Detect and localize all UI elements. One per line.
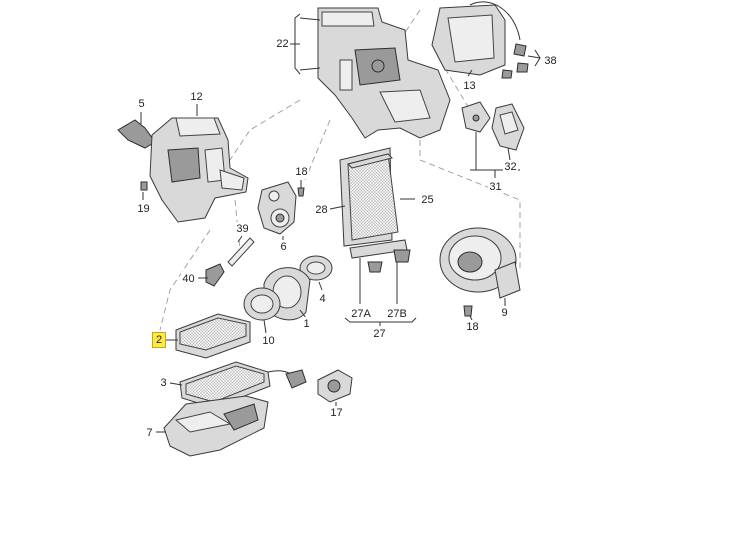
callout-22[interactable]: 22 xyxy=(275,37,290,51)
callout-27[interactable]: 27 xyxy=(372,327,387,341)
lower-housing-part-7[interactable] xyxy=(163,395,269,457)
callout-27B[interactable]: 27B xyxy=(385,307,409,321)
evaporator-part-2[interactable] xyxy=(175,313,251,359)
callout-39[interactable]: 39 xyxy=(235,222,250,236)
callout-6[interactable]: 6 xyxy=(279,240,288,254)
callout-13[interactable]: 13 xyxy=(462,79,477,93)
screw-part-18-bottom[interactable] xyxy=(463,305,473,317)
air-distribution-housing-part-22[interactable] xyxy=(317,7,451,139)
callout-40[interactable]: 40 xyxy=(181,272,196,286)
filter-clip-part-27A[interactable] xyxy=(367,261,383,273)
screw-part-18-top[interactable] xyxy=(297,180,305,197)
callout-18-bottom[interactable]: 18 xyxy=(465,320,480,334)
blower-motor-part-9[interactable] xyxy=(439,227,521,299)
bracket-part-32[interactable] xyxy=(491,103,525,151)
callout-2-highlighted[interactable]: 2 xyxy=(152,332,166,348)
callout-32[interactable]: 32 xyxy=(503,160,518,174)
callout-3[interactable]: 3 xyxy=(159,376,168,390)
callout-1[interactable]: 1 xyxy=(302,317,311,331)
heater-housing-part-12[interactable] xyxy=(149,117,249,223)
clip-part-19[interactable] xyxy=(140,181,148,191)
callout-17[interactable]: 17 xyxy=(329,406,344,420)
seal-part-4[interactable] xyxy=(299,255,333,281)
filter-clip-part-27B[interactable] xyxy=(393,249,411,263)
callout-28[interactable]: 28 xyxy=(314,203,329,217)
lever-part-40[interactable] xyxy=(205,263,225,287)
callout-31[interactable]: 31 xyxy=(488,180,503,194)
heat-exchanger-part-3[interactable] xyxy=(179,361,299,409)
seal-part-10[interactable] xyxy=(243,287,281,321)
callout-10[interactable]: 10 xyxy=(261,334,276,348)
rod-part-39[interactable] xyxy=(227,237,255,267)
mounting-bracket-part-5[interactable] xyxy=(117,112,156,149)
pollen-filter-part-25[interactable] xyxy=(347,153,399,241)
clips-part-38[interactable] xyxy=(501,43,529,79)
callout-27A[interactable]: 27A xyxy=(349,307,373,321)
connector-plug[interactable] xyxy=(285,369,307,389)
flap-housing-part-13[interactable] xyxy=(431,1,521,76)
sensor-part-17[interactable] xyxy=(317,369,353,403)
callout-18-top[interactable]: 18 xyxy=(294,165,309,179)
callout-4[interactable]: 4 xyxy=(318,292,327,306)
bracket-part-31[interactable] xyxy=(461,101,491,133)
callout-38[interactable]: 38 xyxy=(543,54,558,68)
callout-5[interactable]: 5 xyxy=(137,97,146,111)
callout-9[interactable]: 9 xyxy=(500,306,509,320)
callout-25[interactable]: 25 xyxy=(420,193,435,207)
callout-19[interactable]: 19 xyxy=(136,202,151,216)
servo-motor-part-6[interactable] xyxy=(257,181,297,235)
callout-12[interactable]: 12 xyxy=(189,90,204,104)
callout-7[interactable]: 7 xyxy=(145,426,154,440)
